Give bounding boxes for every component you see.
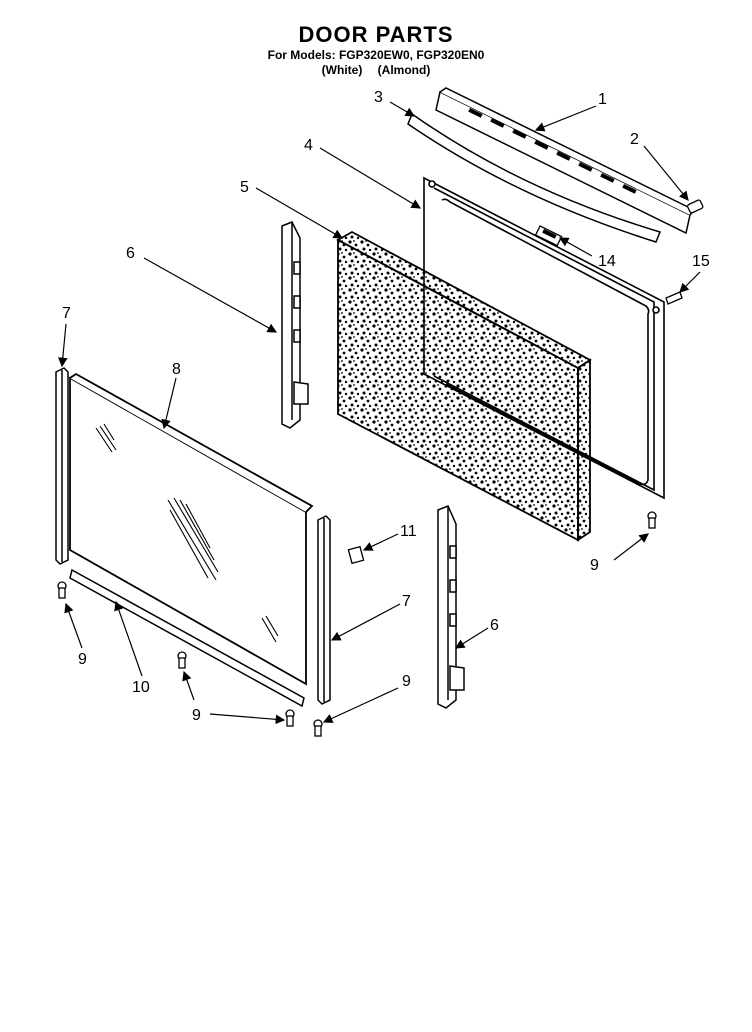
callout-9-d: 9	[590, 557, 599, 574]
callout-7-right: 7	[402, 593, 411, 610]
color-white: (White)	[321, 63, 363, 77]
callout-6-left: 6	[126, 245, 135, 262]
part-bracket-right	[437, 505, 465, 709]
part-vent-trim	[435, 87, 696, 235]
part-screw-top	[686, 199, 704, 214]
models-line: For Models: FGP320EW0, FGP320EN0	[267, 48, 485, 62]
part-insulation	[336, 230, 592, 542]
callout-1: 1	[598, 91, 607, 108]
part-channel-right	[317, 515, 331, 705]
part-screws	[57, 511, 657, 737]
callout-5: 5	[240, 179, 249, 196]
callout-7-left: 7	[62, 305, 71, 322]
callout-8: 8	[172, 361, 181, 378]
part-clip	[347, 545, 365, 565]
part-screw-right	[665, 291, 683, 305]
part-badge	[534, 225, 563, 247]
part-handle-rail	[407, 112, 662, 243]
callout-14: 14	[598, 253, 616, 270]
page-title: DOOR PARTS	[298, 22, 454, 47]
part-bracket-left	[281, 221, 309, 429]
part-glass-panel	[69, 372, 314, 686]
callout-9-b: 9	[192, 707, 201, 724]
leader-lines	[58, 101, 701, 725]
callout-11: 11	[400, 523, 417, 540]
part-channel-left	[55, 367, 69, 565]
callout-6-right: 6	[490, 617, 499, 634]
callout-9-a: 9	[78, 651, 87, 668]
part-bottom-trim	[69, 568, 305, 708]
callout-15: 15	[692, 253, 710, 270]
color-line: (White) (Almond)	[0, 63, 752, 77]
callout-9-c: 9	[402, 673, 411, 690]
callout-3: 3	[374, 89, 383, 106]
callout-10: 10	[132, 679, 150, 696]
callout-2: 2	[630, 131, 639, 148]
color-almond: (Almond)	[377, 63, 431, 77]
callout-4: 4	[304, 137, 313, 154]
